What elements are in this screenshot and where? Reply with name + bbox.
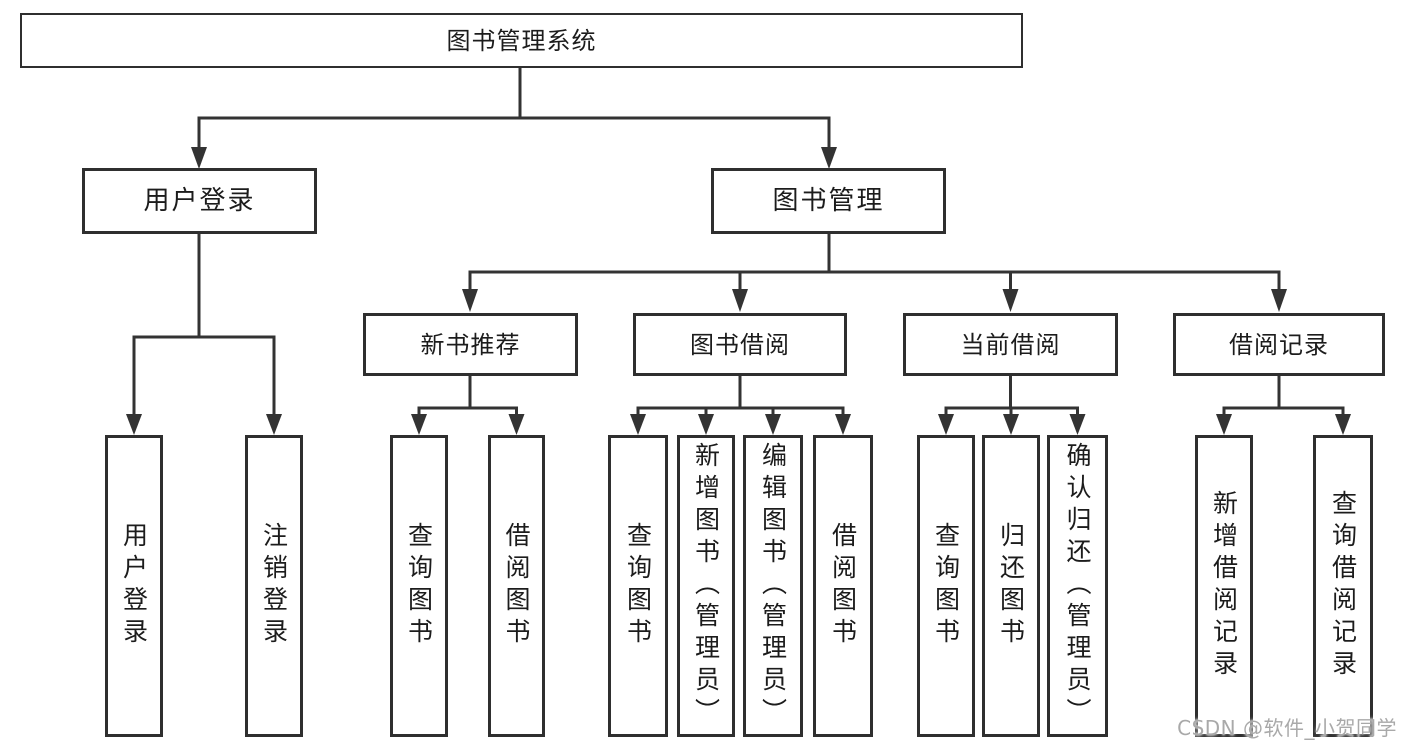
node-new-book-recommend: 新书推荐 <box>363 313 578 376</box>
arrow-down-icon <box>191 147 207 169</box>
arrow-down-icon <box>821 147 837 169</box>
connector-book-borrow-to-leaves <box>636 374 845 417</box>
arrow-down-icon <box>266 414 282 435</box>
connector-user-login-to-leaves <box>132 232 276 417</box>
arrow-down-icon <box>1003 414 1019 435</box>
arrow-down-icon <box>938 414 954 435</box>
arrow-down-icon <box>126 414 142 435</box>
node-user-login: 用户登录 <box>82 168 317 234</box>
leaf-add-book-admin: 新增图书（管理员） <box>677 435 735 737</box>
leaf-borrow-books-borrow: 借阅图书 <box>813 435 873 737</box>
arrow-down-icon <box>508 414 525 435</box>
connector-borrow-records-to-leaves <box>1222 374 1345 417</box>
arrow-down-icon <box>1335 414 1351 435</box>
arrow-down-icon <box>462 289 478 312</box>
arrow-down-icon <box>765 414 781 435</box>
node-borrow-records: 借阅记录 <box>1173 313 1385 376</box>
node-book-management: 图书管理 <box>711 168 946 234</box>
arrow-down-icon <box>1069 414 1086 435</box>
node-book-borrow: 图书借阅 <box>633 313 847 376</box>
leaf-logout: 注销登录 <box>245 435 303 737</box>
connector-book-management-to-level3 <box>468 232 1281 292</box>
arrow-down-icon <box>698 414 714 435</box>
arrow-down-icon <box>835 414 851 435</box>
leaf-user-login: 用户登录 <box>105 435 163 737</box>
node-root-system: 图书管理系统 <box>20 13 1023 68</box>
connector-current-borrow-to-leaves <box>944 374 1079 417</box>
arrow-down-icon <box>1002 289 1019 312</box>
connector-root-to-level2 <box>197 65 831 150</box>
leaf-query-books-recommend: 查询图书 <box>390 435 448 737</box>
arrow-down-icon <box>630 414 646 435</box>
leaf-add-borrow-record: 新增借阅记录 <box>1195 435 1253 737</box>
arrow-down-icon <box>1271 289 1287 312</box>
leaf-query-borrow-record: 查询借阅记录 <box>1313 435 1373 737</box>
node-current-borrow: 当前借阅 <box>903 313 1118 376</box>
leaf-query-books-borrow: 查询图书 <box>608 435 668 737</box>
arrow-down-icon <box>732 289 748 312</box>
connector-new-book-recommend-to-leaves <box>417 374 518 417</box>
leaf-return-book: 归还图书 <box>982 435 1040 737</box>
leaf-query-books-current: 查询图书 <box>917 435 975 737</box>
leaf-edit-book-admin: 编辑图书（管理员） <box>743 435 803 737</box>
arrowheads <box>126 147 1351 435</box>
leaf-borrow-books-recommend: 借阅图书 <box>488 435 545 737</box>
watermark: CSDN @软件_小贺同学 <box>1177 716 1397 740</box>
arrow-down-icon <box>1216 414 1232 435</box>
arrow-down-icon <box>411 414 427 435</box>
leaf-confirm-return-admin: 确认归还（管理员） <box>1047 435 1108 737</box>
